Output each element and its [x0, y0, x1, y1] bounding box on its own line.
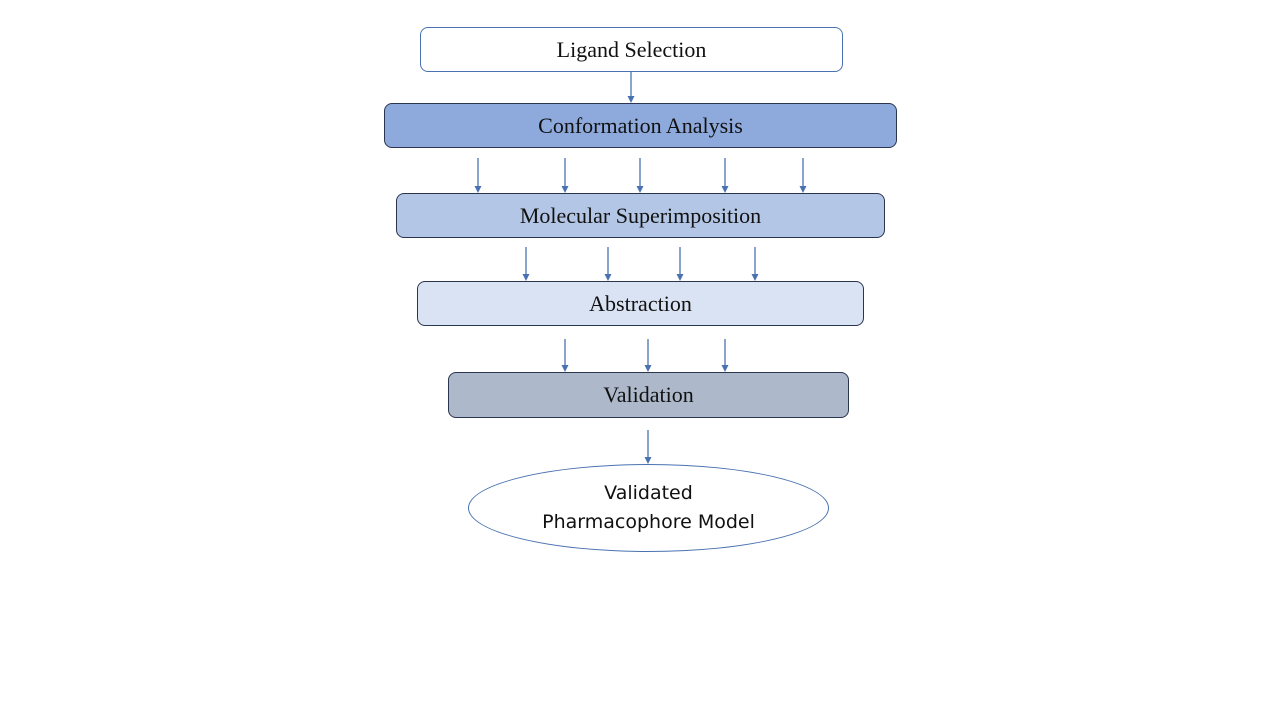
- arrow-3-0: [561, 339, 569, 372]
- step-validation: Validation: [448, 372, 849, 418]
- arrow-head: [627, 96, 635, 103]
- arrow-2-0: [522, 247, 530, 281]
- arrow-1-0: [474, 158, 482, 193]
- step-abstraction: Abstraction: [417, 281, 864, 326]
- arrow-head: [561, 186, 569, 193]
- step-label: Ligand Selection: [556, 36, 707, 62]
- arrow-2-3: [751, 247, 759, 281]
- step-ligand-selection: Ligand Selection: [420, 27, 843, 72]
- arrow-head: [721, 365, 729, 372]
- arrow-head: [676, 274, 684, 281]
- arrow-head: [561, 365, 569, 372]
- result-line-2: Pharmacophore Model: [542, 511, 755, 533]
- arrow-2-1: [604, 247, 612, 281]
- arrow-1-2: [636, 158, 644, 193]
- step-molecular-superimposition: Molecular Superimposition: [396, 193, 885, 238]
- step-label: Conformation Analysis: [538, 112, 743, 138]
- result-validated-pharmacophore-model: Validated Pharmacophore Model: [468, 464, 829, 552]
- arrow-1-4: [799, 158, 807, 193]
- arrow-4-0: [644, 430, 652, 464]
- arrow-head: [474, 186, 482, 193]
- arrow-head: [522, 274, 530, 281]
- arrow-head: [644, 457, 652, 464]
- step-label: Molecular Superimposition: [519, 202, 762, 228]
- arrow-1-1: [561, 158, 569, 193]
- arrow-1-3: [721, 158, 729, 193]
- arrow-head: [636, 186, 644, 193]
- arrow-head: [799, 186, 807, 193]
- step-label: Validation: [603, 382, 694, 407]
- arrow-head: [604, 274, 612, 281]
- arrow-2-2: [676, 247, 684, 281]
- step-conformation-analysis: Conformation Analysis: [384, 103, 897, 148]
- step-label: Abstraction: [589, 290, 692, 316]
- arrow-3-2: [721, 339, 729, 372]
- arrow-head: [721, 186, 729, 193]
- arrow-head: [751, 274, 759, 281]
- arrow-0-0: [627, 72, 635, 103]
- arrow-head: [644, 365, 652, 372]
- arrow-3-1: [644, 339, 652, 372]
- result-line-1: Validated: [604, 482, 693, 504]
